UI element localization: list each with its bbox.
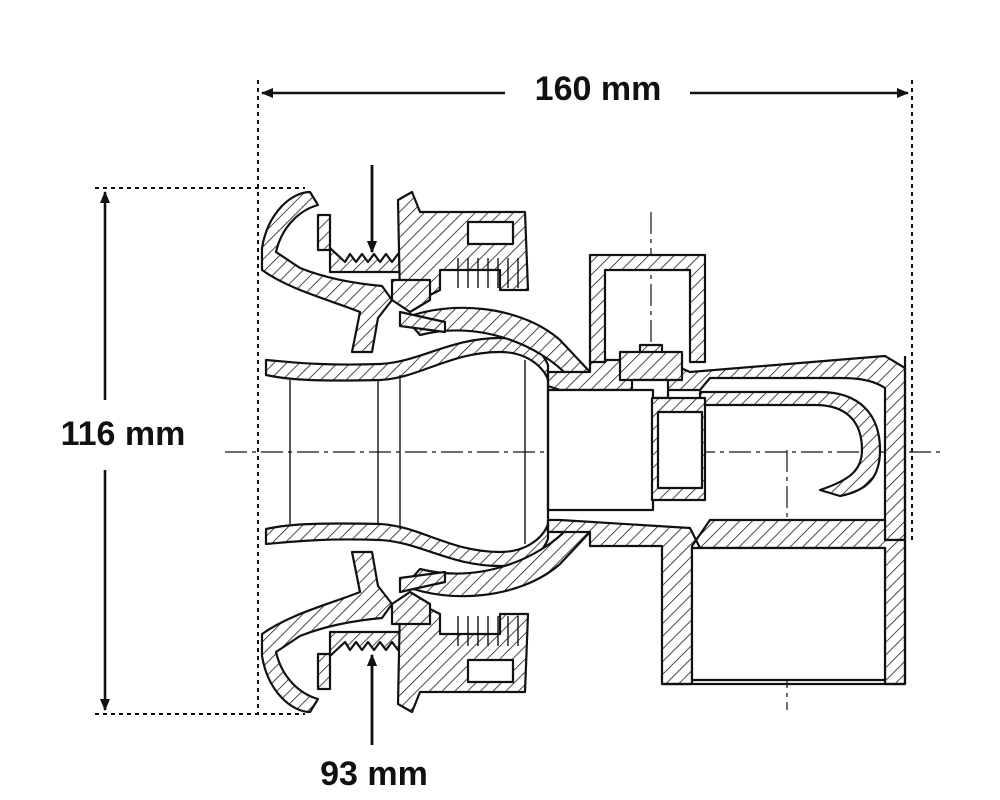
upper-flange [260,190,394,354]
width-dimension-label: 160 mm [535,70,662,108]
lower-flange [260,550,394,714]
thread-dimension-label: 93 mm [320,755,428,793]
inlet-tube-upper [264,336,550,382]
dimension-extension-lines [95,80,913,715]
valve-body-section [260,190,907,714]
inlet-tube-lower [264,522,550,568]
outlet-socket [690,546,887,682]
housing-lower-wall [546,518,907,686]
cap-port [588,253,707,364]
valve-stem [546,388,655,512]
elbow-inner [698,390,882,498]
height-dimension-label: 116 mm [61,415,186,453]
housing-upper-wall [546,343,907,542]
